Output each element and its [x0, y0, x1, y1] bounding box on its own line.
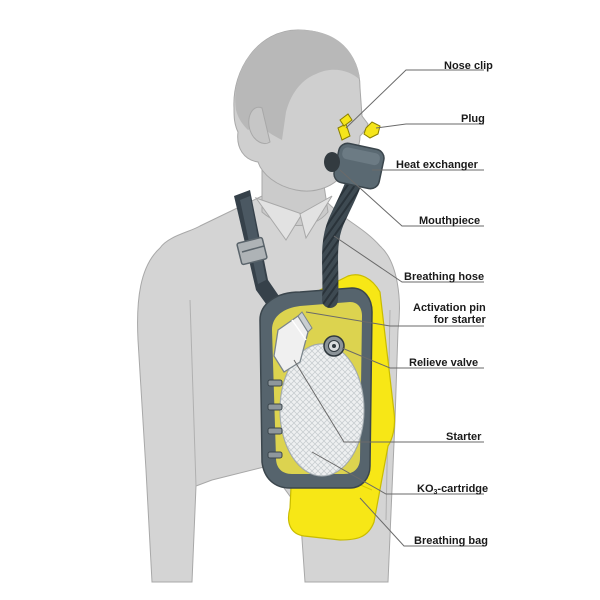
label-breathing-hose: Breathing hose: [404, 271, 485, 283]
label-starter: Starter: [446, 431, 482, 443]
leader-relieve-valve: [341, 347, 484, 369]
mouthpiece-shape: [324, 152, 340, 172]
label-relieve-valve: Relieve valve: [409, 357, 479, 369]
label-ko3-suffix: -cartridge: [437, 483, 489, 495]
leader-mouthpiece: [339, 169, 484, 227]
plug-shape: [363, 121, 381, 139]
label-activation-pin-line1: Activation pin: [413, 302, 486, 314]
label-activation-pin-line2: for starter: [433, 314, 486, 326]
label-ko3-subscript: 3: [433, 489, 438, 496]
heat-exchanger-unit: [324, 142, 385, 190]
label-plug: Plug: [461, 113, 485, 125]
leader-ko3-cartridge: [311, 451, 484, 495]
leader-nose-clip: [345, 69, 484, 129]
leader-lines: [293, 69, 484, 547]
leader-breathing-hose: [333, 235, 484, 283]
label-nose-clip: Nose clip: [444, 60, 493, 72]
shoulder-strap: [234, 190, 294, 326]
label-heat-exchanger: Heat exchanger: [396, 159, 478, 171]
nose-clip-shape: [337, 113, 353, 141]
label-ko3-cartridge: KO3-cartridge: [417, 483, 488, 496]
leader-plug: [375, 123, 484, 129]
leader-activation-pin: [305, 311, 484, 327]
breathing-hose: [322, 168, 364, 308]
leader-starter: [293, 359, 484, 443]
label-mouthpiece: Mouthpiece: [419, 215, 481, 227]
label-ko3-prefix: KO: [417, 483, 434, 495]
relieve-valve: [323, 335, 345, 357]
strap-buckle: [236, 236, 268, 266]
label-breathing-bag: Breathing bag: [414, 535, 488, 547]
label-activation-pin: Activation pin for starter: [413, 302, 486, 326]
canister-housing: [259, 287, 373, 489]
starter-unit: [273, 311, 313, 373]
leader-breathing-bag: [359, 497, 484, 547]
